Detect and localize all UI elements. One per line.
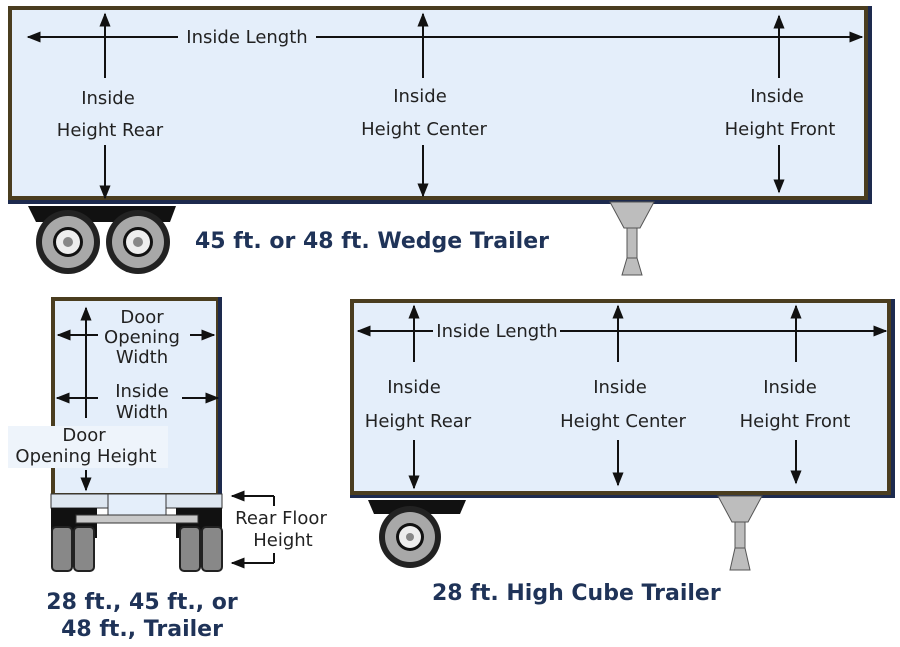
high-cube-panel — [354, 303, 887, 491]
high-cube-trailer: Inside Length Inside Height Rear Inside … — [350, 299, 895, 606]
door-opening-width-label-1: Door — [120, 307, 164, 328]
high-cube-inside-length-label: Inside Length — [436, 321, 557, 342]
door-opening-height-label-2: Opening Height — [15, 446, 156, 467]
high-cube-landing-gear — [717, 495, 763, 571]
wedge-center-label-2: Height Center — [361, 119, 487, 140]
door-opening-height-label-1: Door — [62, 425, 106, 446]
wedge-trailer-title: 45 ft. or 48 ft. Wedge Trailer — [195, 229, 549, 254]
rear-view-trailer: Door Opening Width Inside Width Door Ope… — [8, 297, 327, 642]
inside-width-label-1: Inside — [115, 381, 169, 402]
door-opening-width-label-3: Width — [116, 347, 168, 368]
wedge-trailer-panel — [12, 10, 864, 196]
high-cube-front-label-1: Inside — [763, 377, 817, 398]
inside-width-label-2: Width — [116, 402, 168, 423]
wedge-rear-label-2: Height Rear — [57, 120, 164, 141]
wedge-front-label-1: Inside — [750, 86, 804, 107]
rear-floor-height-label-2: Height — [253, 530, 313, 551]
wedge-landing-gear — [609, 201, 655, 276]
rear-view-title-2: 48 ft., Trailer — [61, 617, 223, 642]
wedge-wheel-2 — [106, 210, 170, 274]
high-cube-center-label-2: Height Center — [560, 411, 686, 432]
wedge-center-label-1: Inside — [393, 86, 447, 107]
wedge-front-label-2: Height Front — [725, 119, 836, 140]
high-cube-title: 28 ft. High Cube Trailer — [432, 581, 721, 606]
rear-floor-height-bracket — [230, 490, 275, 569]
rear-view-title-1: 28 ft., 45 ft., or — [46, 590, 238, 615]
wedge-trailer: Inside Length Inside Height Rear Inside … — [8, 6, 872, 276]
door-opening-width-label-2: Opening — [104, 327, 180, 348]
rear-floor-height-label-1: Rear Floor — [235, 508, 327, 529]
rear-view-tires — [51, 526, 223, 572]
high-cube-wheel — [379, 506, 441, 568]
wedge-inside-length-label: Inside Length — [186, 27, 307, 48]
high-cube-rear-label-1: Inside — [387, 377, 441, 398]
wedge-rear-label-1: Inside — [81, 88, 135, 109]
wedge-wheel-1 — [36, 210, 100, 274]
high-cube-center-label-1: Inside — [593, 377, 647, 398]
high-cube-rear-label-2: Height Rear — [365, 411, 472, 432]
high-cube-front-label-2: Height Front — [740, 411, 851, 432]
